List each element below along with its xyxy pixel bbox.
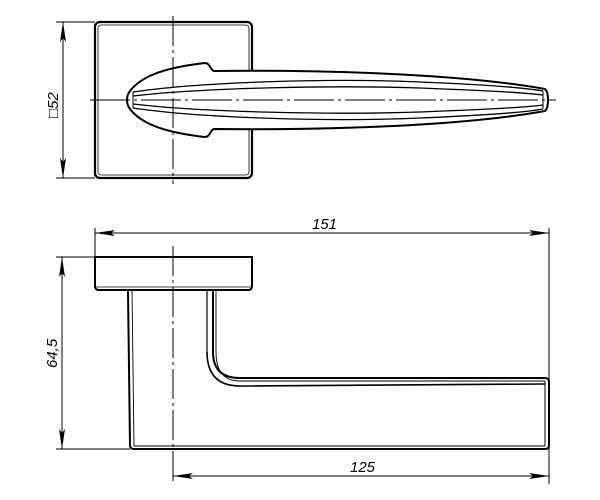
dim-label-overall-length: 151 <box>312 216 337 233</box>
handle-ridge-upper-2 <box>132 86 544 97</box>
handle-ridge-lower <box>132 107 544 121</box>
dim-label-projection-height: 64,5 <box>44 338 61 368</box>
side-view: 151 64,5 125 <box>44 216 550 484</box>
handle-side-bend-outer <box>206 351 546 387</box>
top-view: □52 <box>45 16 556 184</box>
dim-label-handle-length: 125 <box>350 459 376 476</box>
rosette-side <box>94 256 253 291</box>
handle-side-inner <box>131 290 545 447</box>
handle-side-outline <box>127 290 550 450</box>
handle-ridge-upper <box>132 79 544 93</box>
dim-label-rosette-square: □52 <box>45 92 62 118</box>
handle-top-outline <box>126 61 549 139</box>
handle-ridge-lower-2 <box>132 103 544 114</box>
